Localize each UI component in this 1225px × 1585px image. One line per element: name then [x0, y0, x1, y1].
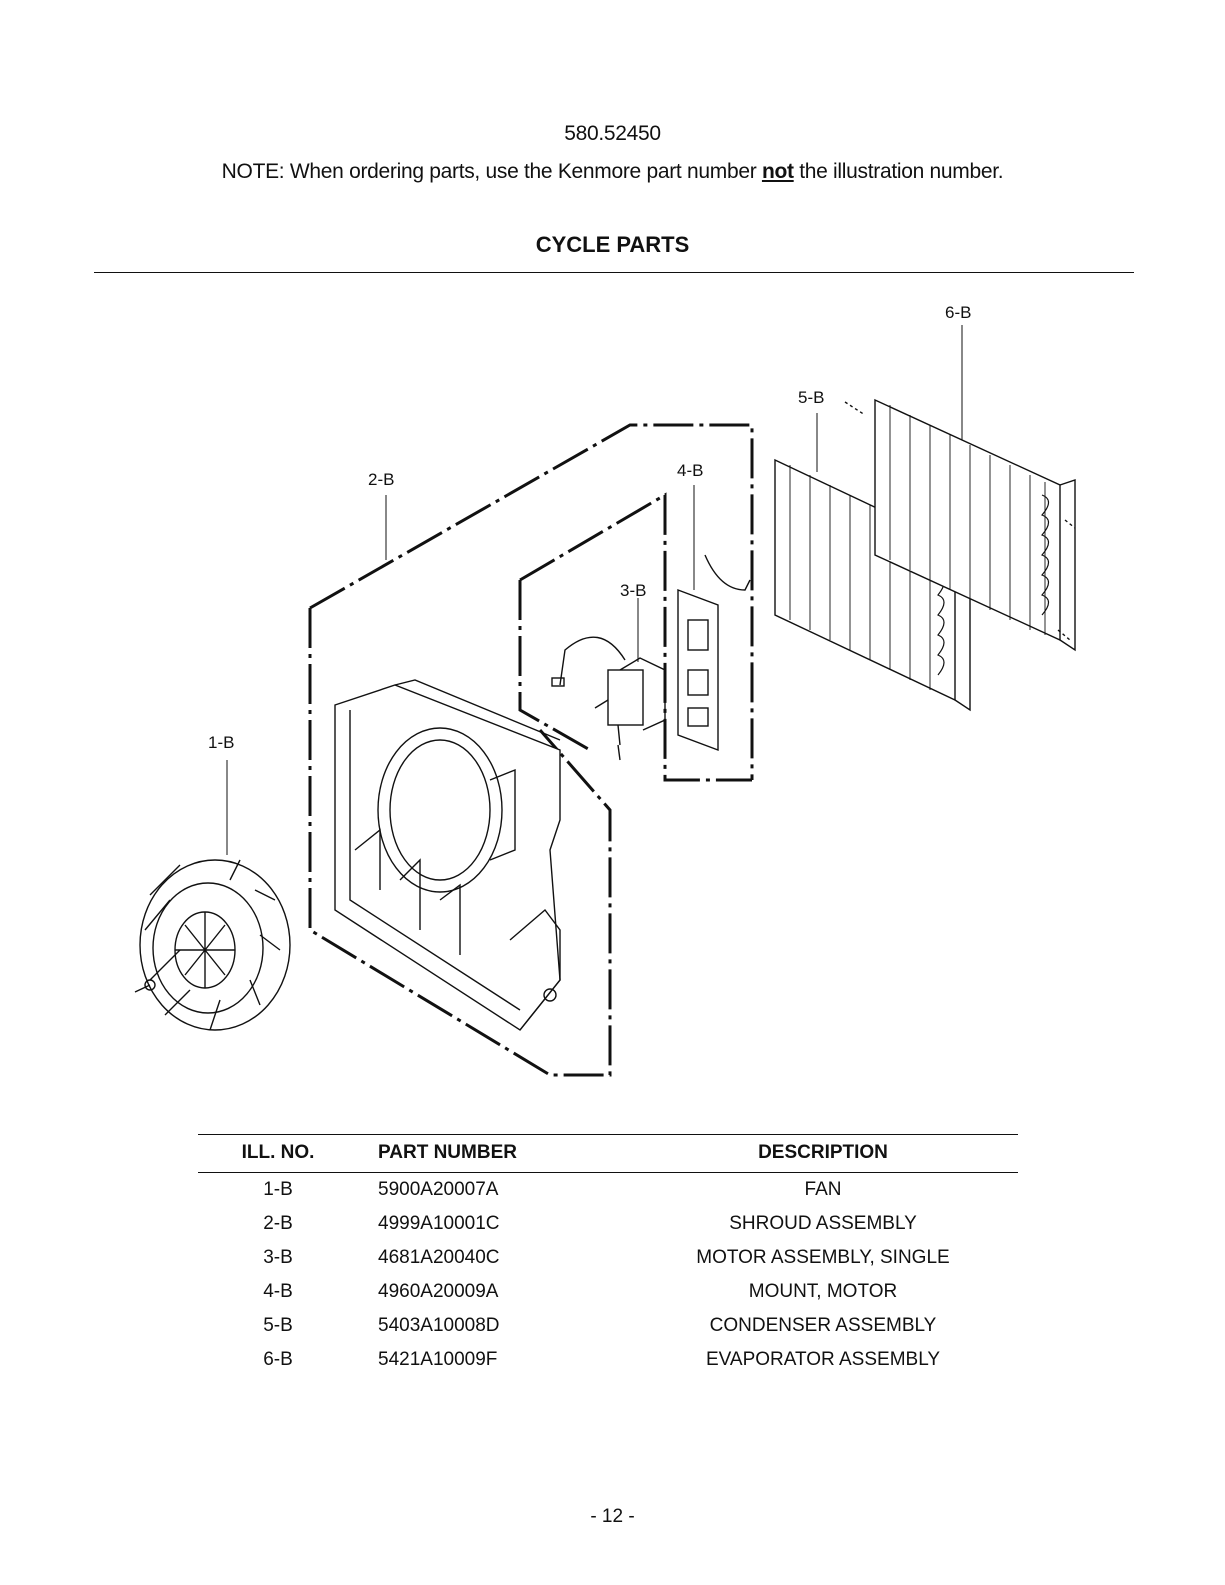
model-number: 580.52450: [564, 122, 661, 145]
table-row: 2-B 4999A10001C SHROUD ASSEMBLY: [198, 1207, 1018, 1241]
header-part-number: PART NUMBER: [358, 1134, 628, 1173]
callout-2b: 2-B: [368, 470, 394, 489]
part-number-cell: 4681A20040C: [378, 1246, 500, 1268]
table-row: 1-B 5900A20007A FAN: [198, 1173, 1018, 1208]
description-cell: FAN: [804, 1178, 842, 1200]
description-cell: CONDENSER ASSEMBLY: [709, 1314, 937, 1336]
table-row: 5-B 5403A10008D CONDENSER ASSEMBLY: [198, 1309, 1018, 1343]
part-number-cell: 5900A20007A: [378, 1178, 499, 1200]
motor-boundary: [518, 492, 752, 782]
shroud-assembly: [334, 679, 561, 1031]
motor-mount: [677, 554, 751, 752]
note-prefix: NOTE: When ordering parts, use the Kenmo…: [221, 160, 762, 183]
table-row: 4-B 4960A20009A MOUNT, MOTOR: [198, 1275, 1018, 1309]
callout-3b: 3-B: [620, 581, 646, 600]
exploded-parts-diagram: 1-B 2-B 3-B 4-B 5-B 6-B: [134, 303, 1076, 1077]
shroud-boundary: [308, 423, 754, 1077]
part-number-cell: 4999A10001C: [378, 1212, 500, 1234]
fan: [134, 859, 291, 1031]
section-divider: [94, 272, 1134, 273]
callout-4b: 4-B: [677, 461, 703, 480]
description-cell: EVAPORATOR ASSEMBLY: [705, 1348, 941, 1370]
description-cell: MOTOR ASSEMBLY, SINGLE: [696, 1246, 950, 1268]
part-number-cell: 4960A20009A: [378, 1280, 499, 1302]
callout-5b: 5-B: [798, 388, 824, 407]
ill-no-cell: 5-B: [263, 1314, 293, 1336]
motor-assembly: [551, 636, 666, 761]
parts-table: ILL. NO. PART NUMBER DESCRIPTION 1-B 590…: [198, 1134, 1018, 1377]
evaporator-assembly: [844, 398, 1076, 652]
header-description: DESCRIPTION: [628, 1134, 1018, 1173]
page-number: - 12 -: [590, 1506, 635, 1527]
callout-1b: 1-B: [208, 733, 234, 752]
ill-no-cell: 6-B: [263, 1348, 293, 1370]
ordering-note: NOTE: When ordering parts, use the Kenmo…: [0, 160, 1225, 184]
ill-no-cell: 4-B: [263, 1280, 293, 1302]
description-cell: MOUNT, MOTOR: [748, 1280, 898, 1302]
section-title: CYCLE PARTS: [535, 232, 690, 257]
ill-no-cell: 1-B: [263, 1178, 293, 1200]
note-emphasis: not: [761, 160, 794, 183]
table-header-row: ILL. NO. PART NUMBER DESCRIPTION: [198, 1134, 1018, 1173]
part-number-cell: 5403A10008D: [378, 1314, 500, 1336]
note-suffix: the illustration number.: [793, 160, 1004, 183]
description-cell: SHROUD ASSEMBLY: [729, 1212, 917, 1234]
part-number-cell: 5421A10009F: [378, 1348, 498, 1370]
callout-6b: 6-B: [945, 303, 971, 322]
ill-no-cell: 3-B: [263, 1246, 293, 1268]
table-row: 6-B 5421A10009F EVAPORATOR ASSEMBLY: [198, 1343, 1018, 1377]
header-ill-no: ILL. NO.: [198, 1134, 358, 1173]
ill-no-cell: 2-B: [263, 1212, 293, 1234]
table-row: 3-B 4681A20040C MOTOR ASSEMBLY, SINGLE: [198, 1241, 1018, 1275]
